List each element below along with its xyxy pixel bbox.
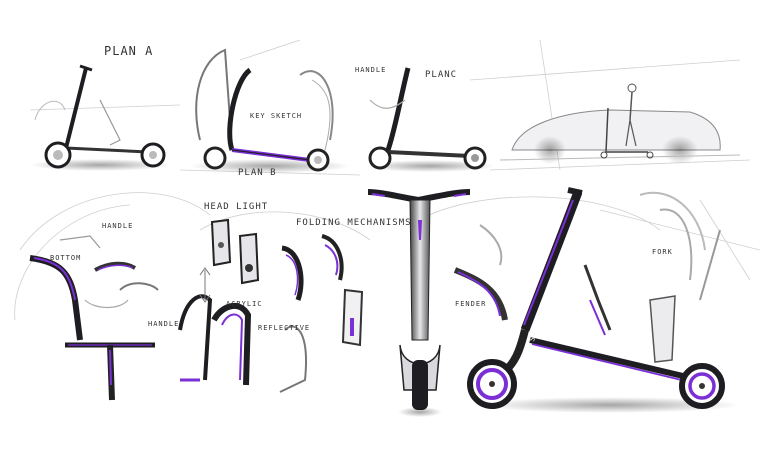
plan-b-key-scooter-sketch <box>190 48 350 173</box>
label-fender: FENDER <box>455 300 487 308</box>
hero-scooter-render <box>467 187 740 413</box>
label-folding-mechanisms: FOLDING MECHANISMS <box>296 218 412 228</box>
headlight-sketches <box>178 218 260 386</box>
label-plan-c: PLANC <box>425 70 458 80</box>
plan-a-scooter-sketch <box>30 64 170 171</box>
label-head-light: HEAD LIGHT <box>204 202 269 212</box>
annotation-arrows <box>199 267 211 303</box>
handle-exploration-sketches <box>29 235 159 401</box>
folding-mechanism-sketches <box>279 234 364 393</box>
pencil-construction-lines <box>14 39 760 321</box>
label-plan-b: PLAN B <box>238 168 277 178</box>
fork-sketches <box>583 191 721 363</box>
label-handle-top: HANDLE <box>355 66 387 74</box>
plan-c-scooter-sketch <box>365 67 495 172</box>
label-handle-left: HANDLE <box>102 222 134 230</box>
label-fork: FORK <box>652 248 673 256</box>
car-scene-sketch <box>499 83 741 164</box>
label-key-sketch: KEY SKETCH <box>250 112 303 120</box>
label-acrylic: ACRYLIC <box>226 300 263 308</box>
fender-sketch <box>453 224 508 321</box>
label-bottom: BOTTOM <box>50 254 82 262</box>
label-handle-small: HANDLE <box>148 320 180 328</box>
label-plan-a: PLAN A <box>104 44 154 58</box>
label-reflective: REFLECTIVE <box>258 324 311 332</box>
front-view-scooter <box>367 189 471 417</box>
